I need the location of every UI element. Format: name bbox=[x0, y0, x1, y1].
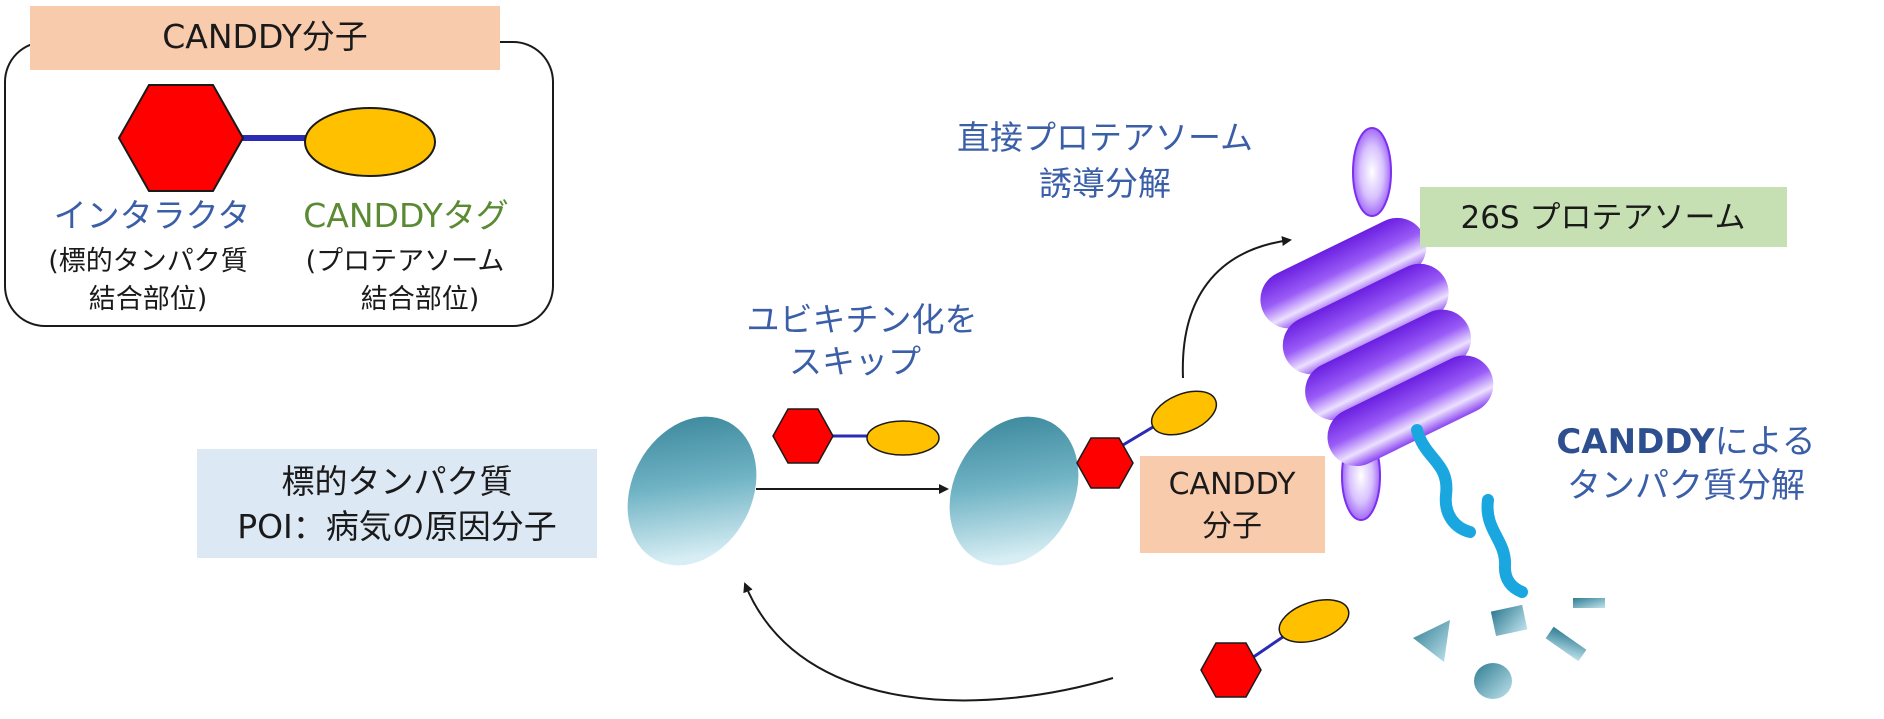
legend-tag-label: CANDDYタグ bbox=[303, 196, 508, 235]
canddy-label-box bbox=[1140, 456, 1325, 553]
legend: CANDDY分子 インタラクタ (標的タンパク質 結合部位) CANDDYタグ … bbox=[4, 6, 554, 327]
ubiquitin-skip-line2: スキップ bbox=[789, 342, 921, 381]
direct-degradation-arrow bbox=[1181, 236, 1292, 379]
protein-canddy-complex bbox=[949, 390, 1218, 566]
tag-ellipse-icon bbox=[866, 420, 940, 456]
legend-interactor-sub1: (標的タンパク質 bbox=[48, 246, 248, 277]
proteasome-label: 26S プロテアソーム bbox=[1420, 187, 1787, 247]
interactor-hexagon-icon bbox=[772, 408, 834, 464]
legend-title: CANDDY分子 bbox=[162, 17, 367, 56]
degraded-fragments-icon bbox=[1413, 598, 1605, 699]
ubiquitin-skip-line1: ユビキチン化を bbox=[747, 300, 978, 339]
poi-label: 標的タンパク質 POI：病気の原因分子 bbox=[197, 449, 597, 558]
released-tag-ellipse-icon bbox=[1278, 599, 1350, 643]
bound-protein-icon bbox=[949, 416, 1079, 566]
proteasome-ring-4 bbox=[1327, 355, 1494, 467]
proteasome-26s-icon bbox=[1260, 127, 1494, 521]
degradation-line1: CANDDYによる bbox=[1556, 422, 1815, 462]
degradation-line2: タンパク質分解 bbox=[1567, 466, 1805, 506]
proteasome-label-box bbox=[1420, 187, 1787, 247]
canddy-label: CANDDY 分子 bbox=[1140, 456, 1325, 553]
legend-interactor-hexagon-icon bbox=[117, 84, 245, 192]
proteasome-ring-2 bbox=[1282, 263, 1449, 375]
legend-interactor-label: インタラクタ bbox=[54, 196, 251, 235]
legend-tag-ellipse-icon bbox=[304, 107, 436, 177]
canddy-label-line2: 分子 bbox=[1202, 509, 1262, 544]
proteasome-top-cap bbox=[1352, 127, 1392, 217]
direct-degradation-line2: 誘導分解 bbox=[1039, 164, 1171, 203]
released-hexagon-icon bbox=[1200, 642, 1262, 698]
poi-label-box bbox=[197, 449, 597, 558]
peptide-fragments-icon bbox=[1411, 424, 1528, 598]
legend-interactor-sub2: 結合部位) bbox=[89, 284, 208, 315]
target-protein-icon bbox=[627, 416, 757, 566]
poi-label-line1: 標的タンパク質 bbox=[282, 462, 513, 501]
recycle-arrow bbox=[743, 582, 1114, 702]
proteasome-ring-3 bbox=[1305, 309, 1471, 421]
bound-tag-ellipse-icon bbox=[1150, 390, 1218, 436]
canddy-molecule-free bbox=[772, 408, 940, 464]
degradation-label: CANDDYによる タンパク質分解 bbox=[1556, 422, 1815, 506]
bound-hexagon-icon bbox=[1076, 437, 1134, 489]
legend-tag-sub1: (プロテアソーム bbox=[306, 246, 505, 277]
canddy-label-line1: CANDDY bbox=[1169, 467, 1296, 502]
degradation-line1-rest: による bbox=[1715, 422, 1816, 462]
proteasome-ring-1 bbox=[1260, 217, 1427, 329]
poi-label-line2: POI：病気の原因分子 bbox=[237, 507, 557, 546]
proteasome-label-text: 26S プロテアソーム bbox=[1460, 200, 1745, 236]
legend-title-box bbox=[30, 6, 500, 70]
legend-tag-sub2: 結合部位) bbox=[361, 284, 480, 315]
canddy-molecule-released bbox=[1200, 599, 1350, 698]
degradation-line1-bold: CANDDY bbox=[1556, 422, 1715, 462]
direct-degradation-line1: 直接プロテアソーム bbox=[957, 118, 1253, 157]
